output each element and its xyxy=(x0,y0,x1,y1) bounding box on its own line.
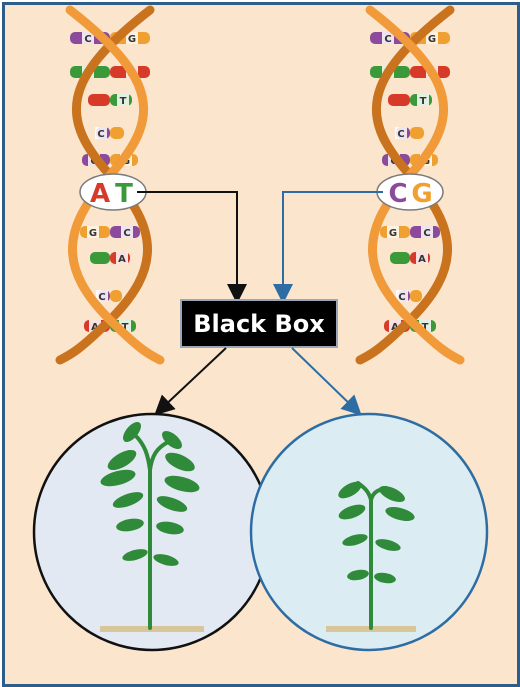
base-pair: T xyxy=(388,94,432,107)
base-letter: C xyxy=(98,292,105,303)
base-right xyxy=(410,290,422,302)
arrow-box-to-plant-left xyxy=(154,347,227,416)
base-letter: C xyxy=(97,129,104,140)
base-right xyxy=(110,127,124,139)
dna-strand-front xyxy=(365,5,465,365)
base-letter: G xyxy=(89,228,97,239)
arrow-box-to-plant-right xyxy=(291,347,362,416)
arrow-right-to-box xyxy=(273,191,383,304)
base-letter-bg xyxy=(426,32,438,44)
base-letter-bg xyxy=(116,252,128,264)
base-letter: A xyxy=(391,322,399,333)
base-letter-bg xyxy=(117,94,129,106)
base-left xyxy=(390,252,410,264)
base-left xyxy=(88,94,110,106)
base-pair: C xyxy=(96,290,122,303)
base-letter: T xyxy=(422,322,429,333)
base-letter-bg xyxy=(382,32,394,44)
dna-strand-front xyxy=(65,5,165,365)
base-letter: C xyxy=(384,34,391,45)
base-letter-bg xyxy=(82,32,94,44)
base-letter-bg xyxy=(126,32,138,44)
base-letter-bg xyxy=(121,226,133,238)
base-letter-bg xyxy=(417,94,429,106)
dna-strand-back xyxy=(55,5,155,365)
variant-highlight-right: C G xyxy=(376,173,444,211)
base-letter: A xyxy=(418,254,426,265)
base-letter-bg xyxy=(87,226,99,238)
base-left xyxy=(90,252,110,264)
base-pair: A xyxy=(390,252,430,265)
base-letter-bg xyxy=(96,290,108,302)
base-letter: A xyxy=(91,322,99,333)
base-letter: G xyxy=(389,228,397,239)
base-letter-bg xyxy=(396,290,408,302)
base-letter: T xyxy=(120,96,127,107)
base-letter-bg xyxy=(95,127,107,139)
base-pair: C xyxy=(395,127,424,140)
base-letter: C xyxy=(123,228,130,239)
dna-strand-back xyxy=(355,5,455,365)
base-letter-bg xyxy=(395,127,407,139)
base-letter: A xyxy=(118,254,126,265)
base-letter: T xyxy=(122,322,129,333)
variant-base-2: T xyxy=(115,179,133,209)
base-letter: T xyxy=(420,96,427,107)
base-pair: T xyxy=(88,94,132,107)
variant-highlight-left: A T xyxy=(79,173,147,211)
variant-base-1: C xyxy=(388,179,407,209)
base-letter-bg xyxy=(416,252,428,264)
arrow-left-to-box xyxy=(137,191,247,304)
base-pair: C xyxy=(95,127,124,140)
base-right xyxy=(410,127,424,139)
plant-short-icon xyxy=(326,481,416,632)
base-right xyxy=(110,290,122,302)
black-box: Black Box xyxy=(180,299,338,348)
base-letter: C xyxy=(423,228,430,239)
base-letter-bg xyxy=(421,226,433,238)
base-letter-bg xyxy=(387,226,399,238)
base-letter: C xyxy=(397,129,404,140)
base-letter: G xyxy=(428,34,436,45)
base-letter: C xyxy=(398,292,405,303)
base-pair: C xyxy=(396,290,422,303)
plant-tall-icon xyxy=(100,422,204,632)
variant-base-1: A xyxy=(90,179,110,209)
base-letter: G xyxy=(128,34,136,45)
variant-base-2: G xyxy=(411,179,432,209)
black-box-label: Black Box xyxy=(193,310,325,338)
base-left xyxy=(388,94,410,106)
base-pair: A xyxy=(90,252,130,265)
base-letter: C xyxy=(84,34,91,45)
